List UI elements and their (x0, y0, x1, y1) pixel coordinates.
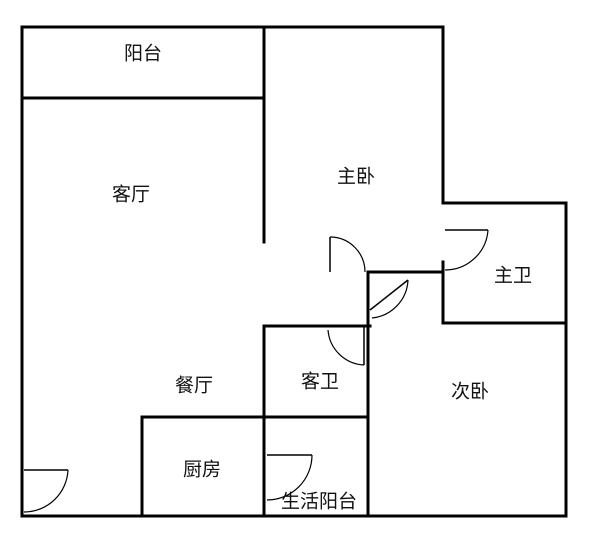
room-label-kitchen: 厨房 (182, 458, 222, 481)
room-label-master-bath: 主卫 (493, 264, 533, 287)
door-guest-bath (327, 327, 365, 366)
door-master-bath (444, 229, 489, 271)
walls (20, 25, 568, 518)
door-master-bedroom (329, 236, 366, 273)
room-label-guest-bath: 客卫 (300, 370, 340, 393)
room-label-balcony: 阳台 (123, 42, 163, 65)
door-second-bedroom (369, 279, 409, 319)
door-utility-balcony (266, 454, 313, 501)
room-label-second-bedroom: 次卧 (450, 380, 490, 403)
room-label-utility-balcony: 生活阳台 (280, 490, 358, 513)
door-entrance (23, 469, 69, 513)
room-label-dining-room: 餐厅 (174, 374, 214, 397)
room-label-master-bedroom: 主卧 (336, 165, 376, 188)
room-label-living-room: 客厅 (111, 183, 151, 206)
